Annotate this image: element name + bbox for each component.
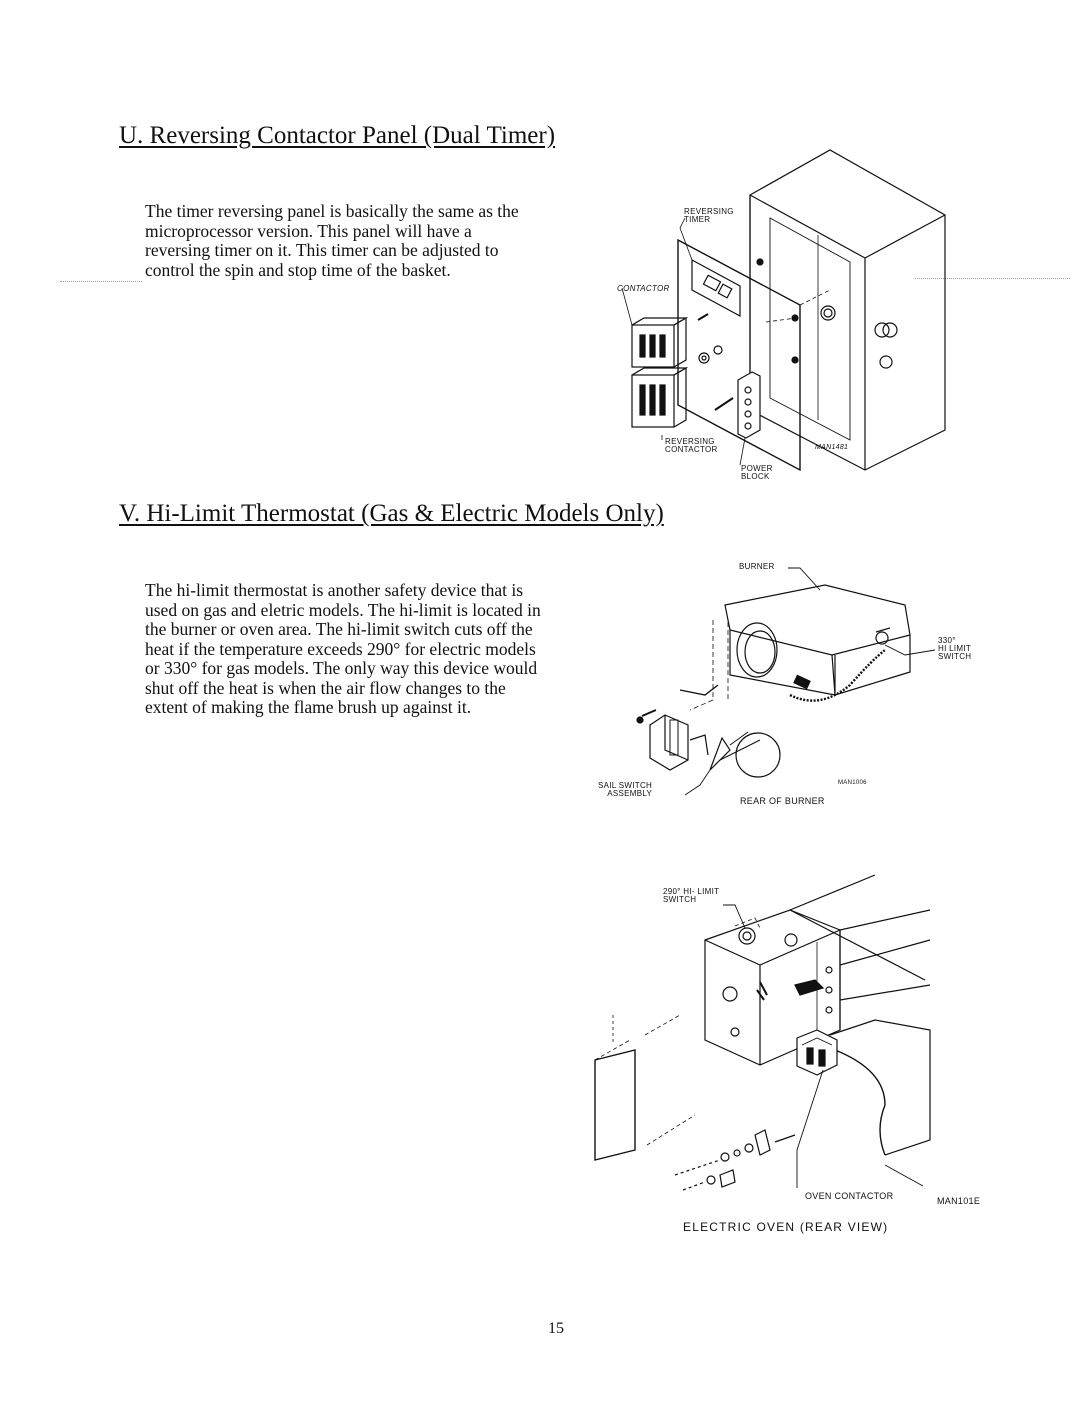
- label-oven-contactor: OVEN CONTACTOR: [805, 1191, 894, 1201]
- scan-artifact-dotted-line: [915, 278, 1070, 279]
- page-number: 15: [548, 1320, 564, 1337]
- reversing-panel-diagram: [621, 149, 946, 472]
- section-v-heading: V. Hi-Limit Thermostat (Gas & Electric M…: [119, 500, 664, 527]
- paragraph-line: or 330° for gas models. The only way thi…: [145, 658, 538, 678]
- paragraph-line: extent of making the flame brush up agai…: [145, 697, 472, 717]
- drawing-id-man1481: MAN1481: [815, 444, 849, 451]
- caption-electric-oven-rear-view: ELECTRIC OVEN (REAR VIEW): [683, 1220, 889, 1234]
- burner-hi-limit-diagram: [636, 567, 936, 796]
- paragraph-line: control the spin and stop time of the ba…: [145, 259, 451, 280]
- paragraph-line: The hi-limit thermostat is another safet…: [145, 580, 524, 600]
- label-contactor: CONTACTOR: [617, 284, 670, 293]
- drawing-id-man1006: MAN1006: [838, 780, 867, 786]
- label-reversing-contactor: REVERSING CONTACTOR: [665, 437, 718, 454]
- paragraph-line: the burner or oven area. The hi-limit sw…: [145, 619, 533, 639]
- caption-rear-of-burner: REAR OF BURNER: [740, 796, 825, 806]
- paragraph-line: microprocessor version. This panel will …: [145, 220, 472, 241]
- paragraph-line: The timer reversing panel is basically t…: [145, 201, 519, 221]
- section-u-heading: U. Reversing Contactor Panel (Dual Timer…: [119, 122, 556, 149]
- scan-artifact-dotted-line: [60, 281, 142, 282]
- section-u-paragraph: The timer reversing panel is basically t…: [145, 201, 519, 280]
- section-v-paragraph: The hi-limit thermostat is another safet…: [145, 580, 541, 718]
- label-290-hi-limit-switch: 290° HI- LIMIT SWITCH: [663, 887, 720, 904]
- drawing-id-man101e: MAN101E: [937, 1196, 981, 1206]
- paragraph-line: used on gas and eletric models. The hi-l…: [145, 599, 541, 620]
- paragraph-line: heat if the temperature exceeds 290° for…: [145, 638, 536, 659]
- label-sail-switch-assembly: SAIL SWITCH ASSEMBLY: [598, 781, 653, 798]
- label-reversing-timer: REVERSING TIMER: [684, 207, 734, 224]
- label-power-block: POWER BLOCK: [741, 464, 773, 481]
- label-burner: BURNER: [739, 562, 775, 571]
- label-330-hi-limit-switch: 330° HI LIMIT SWITCH: [938, 636, 972, 661]
- paragraph-line: reversing timer on it. This timer can be…: [145, 240, 499, 260]
- electric-oven-rear-view-diagram: [585, 874, 931, 1191]
- paragraph-line: shut off the heat is when the air flow c…: [145, 677, 506, 698]
